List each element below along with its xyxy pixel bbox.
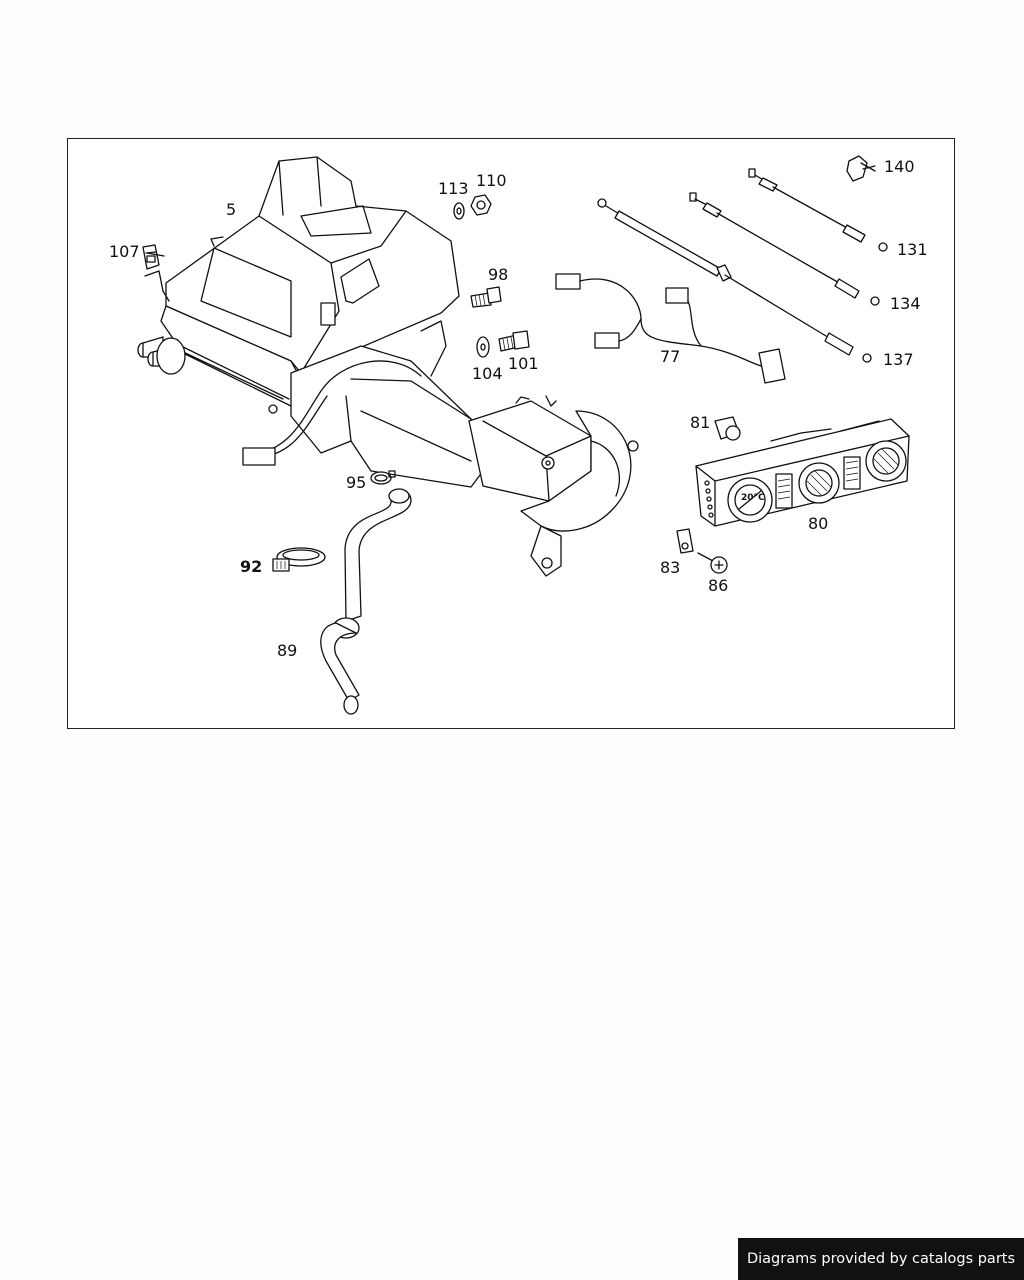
- label-107: 107: [109, 242, 140, 261]
- hose-clamp-95[interactable]: [370, 470, 396, 485]
- label-98: 98: [488, 265, 508, 284]
- label-80: 80: [808, 514, 828, 533]
- washer-104[interactable]: [476, 336, 490, 358]
- bulb-socket-81[interactable]: [714, 416, 741, 441]
- label-110: 110: [476, 171, 507, 190]
- label-81: 81: [690, 413, 710, 432]
- label-89: 89: [277, 641, 297, 660]
- credit-banner: Diagrams provided by catalogs parts: [738, 1238, 1024, 1280]
- cable-131[interactable]: [748, 168, 888, 252]
- bolt-101[interactable]: [498, 330, 530, 352]
- wiring-harness-77[interactable]: [555, 273, 786, 384]
- label-140: 140: [884, 157, 915, 176]
- label-113: 113: [438, 179, 469, 198]
- cable-134[interactable]: [689, 192, 880, 306]
- label-83: 83: [660, 558, 680, 577]
- hose-clamp-92[interactable]: [272, 547, 326, 572]
- label-95: 95: [346, 473, 366, 492]
- bolt-98[interactable]: [470, 286, 502, 308]
- washer-113[interactable]: [453, 202, 465, 220]
- label-134: 134: [890, 294, 921, 313]
- label-137: 137: [883, 350, 914, 369]
- cable-137[interactable]: [597, 198, 872, 363]
- coolant-hose-89[interactable]: [320, 488, 412, 715]
- label-77: 77: [660, 347, 680, 366]
- clip-nut-83[interactable]: [676, 528, 694, 554]
- bracket-clip-107[interactable]: [142, 244, 160, 270]
- label-92: 92: [240, 557, 262, 576]
- climate-control-panel-80[interactable]: 20°C: [695, 418, 910, 527]
- screw-86[interactable]: [697, 552, 728, 574]
- clip-140[interactable]: [846, 155, 876, 182]
- label-86: 86: [708, 576, 728, 595]
- label-131: 131: [897, 240, 928, 259]
- panel-temperature-display: 20°C: [741, 493, 765, 503]
- nut-110[interactable]: [470, 194, 492, 216]
- label-5: 5: [226, 200, 236, 219]
- parts-diagram-frame: 20°C 5 107 113 110 98 104 101 77: [67, 138, 955, 729]
- label-104: 104: [472, 364, 503, 383]
- heater-housing-assembly[interactable]: [137, 156, 639, 577]
- label-101: 101: [508, 354, 539, 373]
